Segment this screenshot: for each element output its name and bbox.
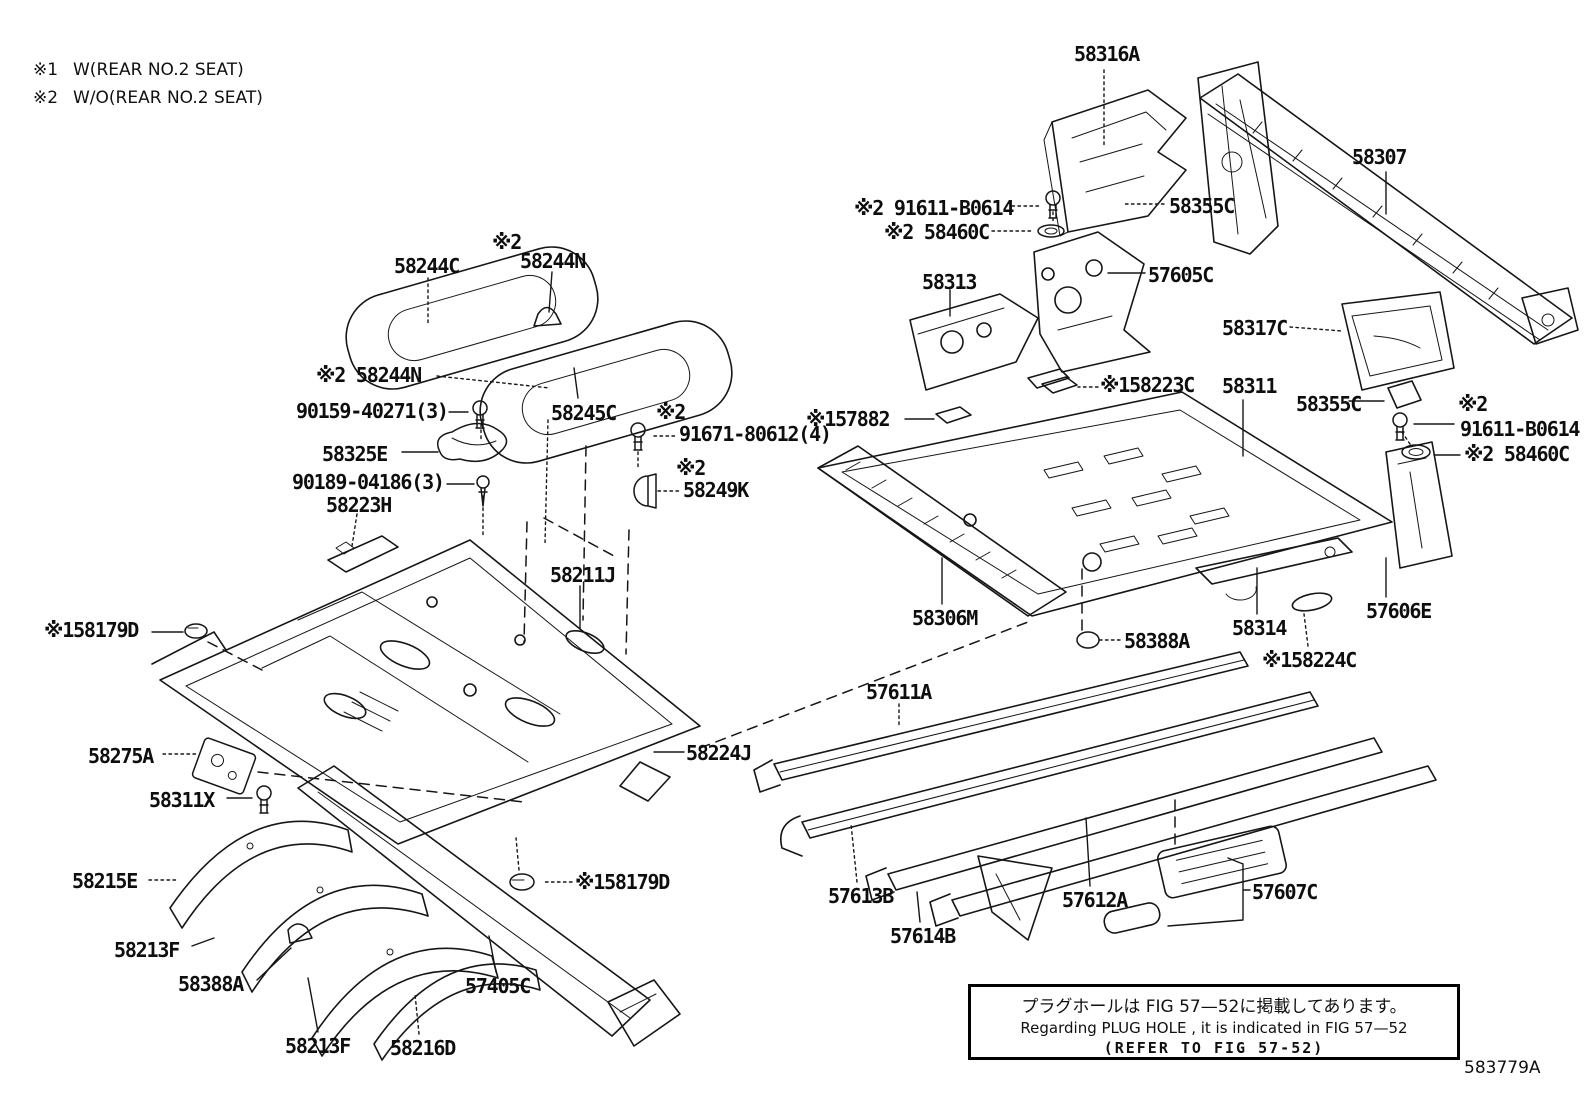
part-label-58213f-a: 58213F — [114, 938, 180, 962]
leader-lines-solid — [151, 171, 1461, 1033]
part-label-57405c: 57405C — [465, 974, 531, 998]
part-label-58388a-right: 58388A — [1124, 629, 1190, 653]
part-label-58223c: ※158223C — [1100, 373, 1195, 397]
note-line-refer: (REFER TO FIG 57-52) — [1103, 1039, 1325, 1057]
part-label-91611-right: 91611-B0614 — [1460, 417, 1580, 441]
floor-side-members — [169, 765, 681, 1061]
body-brackets — [909, 231, 1455, 612]
legend-text-1: W(REAR NO.2 SEAT) — [73, 60, 244, 80]
part-label-58179d-left: ※158179D — [44, 618, 139, 642]
part-label-91671: 91671-80612(4) — [679, 422, 832, 446]
leader-lines-dotted — [148, 69, 1411, 1035]
part-label-58211j: 58211J — [550, 563, 616, 587]
bracket-58316a — [1043, 89, 1187, 237]
plug-hole-note-box: プラグホールは FIG 57—52に掲載してあります。 Regarding PL… — [968, 984, 1460, 1060]
part-label-57612a: 57612A — [1062, 888, 1128, 912]
part-label-57605c: 57605C — [1148, 263, 1214, 287]
part-label-58215e: 58215E — [72, 869, 138, 893]
part-label-58216d: 58216D — [390, 1036, 456, 1060]
part-label-58244n-left: ※2 58244N — [316, 363, 422, 387]
part-label-58223h: 58223H — [326, 493, 392, 517]
part-label-57606e: 57606E — [1366, 599, 1432, 623]
part-label-58244n-top: 58244N — [520, 249, 586, 273]
part-label-91611-top: ※2 91611-B0614 — [854, 196, 1014, 220]
rear-floor-pan — [817, 391, 1393, 617]
part-label-58316a: 58316A — [1074, 42, 1140, 66]
note-line-english: Regarding PLUG HOLE , it is indicated in… — [1020, 1019, 1408, 1037]
part-label-57607c: 57607C — [1252, 880, 1318, 904]
construction-dashed-lines — [207, 445, 1176, 851]
part-label-58313: 58313 — [922, 270, 977, 294]
part-label-58317c: 58317C — [1222, 316, 1288, 340]
part-label-57614b: 57614B — [890, 924, 956, 948]
legend-text-2: W/O(REAR NO.2 SEAT) — [73, 88, 263, 109]
part-label-90189: 90189-04186(3) — [292, 470, 445, 494]
legend-row-2: ※2 W/O(REAR NO.2 SEAT) — [33, 84, 263, 112]
part-label-90159: 90159-40271(3) — [296, 399, 449, 423]
part-label-57613b: 57613B — [828, 884, 894, 908]
part-label-58314: 58314 — [1232, 616, 1287, 640]
rear-cross-rail — [1197, 61, 1579, 345]
part-label-58275a: 58275A — [88, 744, 154, 768]
part-label-ref2-right: ※2 — [1458, 392, 1488, 416]
part-label-58224c: ※158224C — [1262, 648, 1357, 672]
part-label-ref2-249k: ※2 — [676, 456, 706, 480]
part-label-58306m: 58306M — [912, 606, 978, 630]
part-label-57611a: 57611A — [866, 680, 932, 704]
part-label-ref2-244n: ※2 — [492, 230, 522, 254]
part-label-58179d-mid: ※158179D — [575, 870, 670, 894]
legend: ※1 W(REAR NO.2 SEAT) ※2 W/O(REAR NO.2 SEAT… — [33, 56, 263, 112]
part-label-58388a-left: 58388A — [178, 972, 244, 996]
part-label-ref2-91671: ※2 — [656, 400, 686, 424]
part-label-58460c-right: ※2 58460C — [1464, 442, 1570, 466]
front-floor-pan — [151, 535, 701, 845]
legend-row-1: ※1 W(REAR NO.2 SEAT) — [33, 56, 263, 84]
part-label-58311: 58311 — [1222, 374, 1277, 398]
part-label-58244c: 58244C — [394, 254, 460, 278]
part-label-58224j: 58224J — [686, 741, 752, 765]
part-label-57882: ※157882 — [806, 407, 891, 431]
legend-symbol-2: ※2 — [33, 88, 59, 109]
part-label-58213f-b: 58213F — [285, 1034, 351, 1058]
part-label-58249k: 58249K — [683, 478, 749, 502]
seat-supports — [345, 246, 733, 464]
legend-symbol-1: ※1 — [33, 60, 59, 80]
figure-code: 583779A — [1464, 1058, 1541, 1078]
part-label-58355c-mid: 58355C — [1296, 392, 1362, 416]
part-label-58325e: 58325E — [322, 442, 388, 466]
part-label-58311x: 58311X — [149, 788, 215, 812]
part-label-58307: 58307 — [1352, 145, 1407, 169]
note-line-japanese: プラグホールは FIG 57—52に掲載してあります。 — [1021, 997, 1407, 1017]
part-label-58245c: 58245C — [551, 401, 617, 425]
fasteners — [184, 190, 1431, 944]
rear-floor-members — [753, 651, 1437, 941]
part-label-58355c-top: 58355C — [1169, 194, 1235, 218]
part-label-58460c-top: ※2 58460C — [884, 220, 990, 244]
